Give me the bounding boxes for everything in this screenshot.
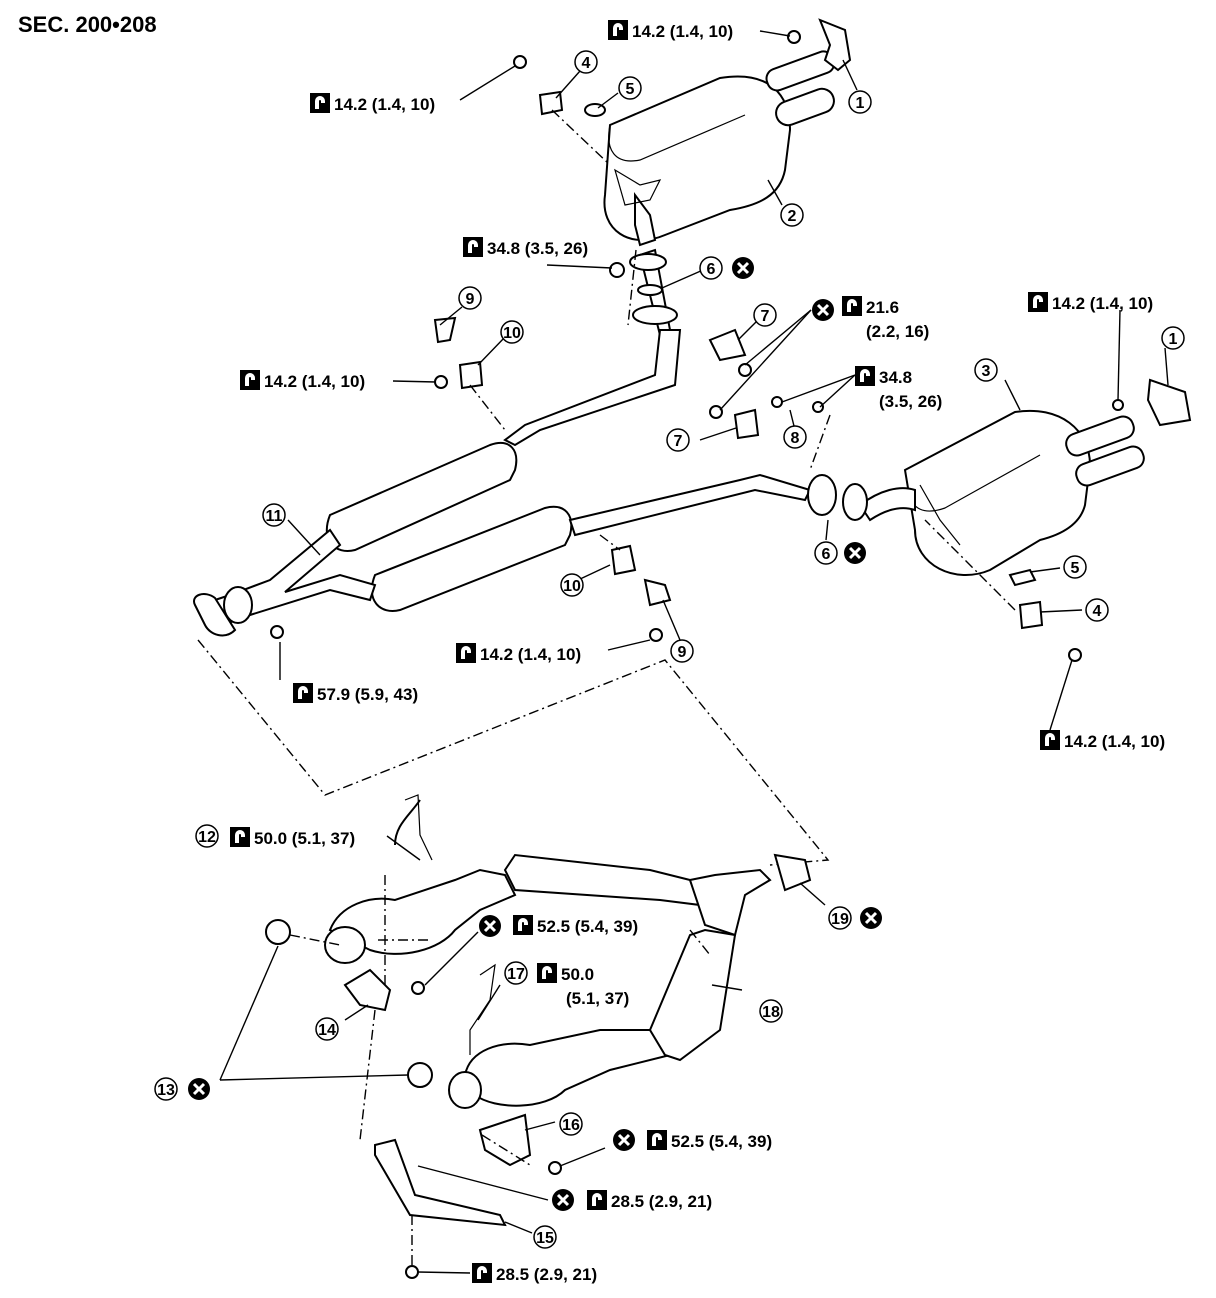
front-catalyst-right	[324, 794, 702, 964]
svg-text:9: 9	[678, 644, 687, 661]
gasket-13b	[407, 1062, 433, 1088]
torque-top-right: 14.2 (1.4, 10)	[632, 22, 733, 41]
callout-17: 17	[504, 961, 528, 985]
callout-4b: 4	[1085, 598, 1109, 622]
do-not-reuse-icon	[842, 540, 868, 566]
torque-sensor-1: 50.0 (5.1, 37)	[254, 829, 355, 848]
leader-lines	[219, 30, 1169, 1274]
svg-text:13: 13	[157, 1082, 175, 1099]
callout-7a: 7	[753, 303, 777, 327]
svg-text:6: 6	[707, 261, 716, 278]
svg-text:14: 14	[318, 1022, 336, 1039]
svg-text:12: 12	[198, 829, 216, 846]
svg-text:18: 18	[762, 1004, 780, 1021]
do-not-reuse-icon	[477, 913, 503, 939]
svg-text:19: 19	[831, 911, 849, 928]
center-pipe	[193, 329, 868, 637]
callout-16: 16	[559, 1112, 583, 1136]
svg-text:1: 1	[1169, 331, 1178, 348]
svg-text:5: 5	[626, 81, 635, 98]
torque-bottom: 28.5 (2.9, 21)	[496, 1265, 597, 1284]
bracket-15	[374, 1138, 507, 1227]
callout-2: 2	[780, 203, 804, 227]
torque-mount-left: 14.2 (1.4, 10)	[264, 372, 365, 391]
callout-10b: 10	[560, 573, 584, 597]
svg-text:6: 6	[822, 546, 831, 563]
bracket-14	[343, 968, 392, 1012]
svg-text:16: 16	[562, 1117, 580, 1134]
svg-text:4: 4	[582, 55, 591, 72]
callout-5a: 5	[618, 76, 642, 100]
svg-text:9: 9	[466, 291, 475, 308]
do-not-reuse-icon	[810, 297, 836, 323]
callout-3: 3	[974, 358, 998, 382]
torque-mount-mid: 14.2 (1.4, 10)	[480, 645, 581, 664]
torque-b8-upper: 34.8	[879, 368, 912, 387]
hardware-upper	[270, 18, 1192, 662]
svg-text:11: 11	[266, 508, 283, 525]
svg-text:8: 8	[791, 430, 800, 447]
torque-clamp-upper: 21.6	[866, 298, 899, 317]
bracket-16	[478, 1113, 532, 1167]
svg-text:15: 15	[536, 1230, 554, 1247]
svg-text:10: 10	[503, 325, 521, 342]
callout-4a: 4	[574, 50, 598, 74]
callout-11: 11	[262, 503, 286, 527]
callout-19: 19	[828, 906, 852, 930]
svg-text:17: 17	[507, 966, 525, 983]
exhaust-illustration-upper	[193, 18, 1192, 866]
torque-sensor-2-lower: (5.1, 37)	[566, 989, 629, 1008]
callout-6b: 6	[814, 541, 838, 565]
svg-text:2: 2	[788, 208, 797, 225]
svg-text:3: 3	[982, 363, 991, 380]
do-not-reuse-icon	[550, 1187, 576, 1213]
callout-1a: 1	[848, 90, 872, 114]
torque-b8-lower: (3.5, 26)	[879, 392, 942, 411]
callout-15: 15	[533, 1225, 557, 1249]
callout-10a: 10	[500, 320, 524, 344]
torque-front-tube: 34.8 (3.5, 26)	[487, 239, 588, 258]
torque-top-left: 14.2 (1.4, 10)	[334, 95, 435, 114]
exhaust-illustration-lower	[265, 794, 812, 1279]
do-not-reuse-icon	[186, 1076, 212, 1102]
callout-6a: 6	[699, 256, 723, 280]
gasket-13a	[265, 919, 291, 945]
torque-clamp-lower: (2.2, 16)	[866, 322, 929, 341]
torque-right-top: 14.2 (1.4, 10)	[1052, 294, 1153, 313]
callout-14: 14	[315, 1017, 339, 1041]
callout-7b: 7	[666, 428, 690, 452]
callouts: 1 4 5 2 6 9 10 7 3 1 7 8 11 6 5 10 4 9 1…	[154, 50, 1185, 1249]
svg-text:4: 4	[1093, 603, 1102, 620]
svg-text:10: 10	[563, 578, 581, 595]
callout-5b: 5	[1063, 555, 1087, 579]
callout-9b: 9	[670, 639, 694, 663]
torque-cat-nut-2: 52.5 (5.4, 39)	[671, 1132, 772, 1151]
svg-text:1: 1	[856, 95, 865, 112]
torque-sensor-2-upper: 50.0	[561, 965, 594, 984]
torque-front-nut: 57.9 (5.9, 43)	[317, 685, 418, 704]
callout-1b: 1	[1161, 326, 1185, 350]
right-muffler	[858, 409, 1145, 576]
callout-12: 12	[195, 824, 219, 848]
gasket-19	[773, 853, 812, 892]
torque-bracket: 28.5 (2.9, 21)	[611, 1192, 712, 1211]
svg-text:5: 5	[1071, 560, 1080, 577]
do-not-reuse-icon	[858, 905, 884, 931]
do-not-reuse-icon	[611, 1127, 637, 1153]
callout-8: 8	[783, 425, 807, 449]
callout-9a: 9	[458, 286, 482, 310]
do-not-reuse-icon	[730, 255, 756, 281]
svg-text:7: 7	[674, 433, 683, 450]
svg-text:7: 7	[761, 308, 770, 325]
torque-cat-nut-1: 52.5 (5.4, 39)	[537, 917, 638, 936]
callout-13: 13	[154, 1077, 178, 1101]
torque-rear-right: 14.2 (1.4, 10)	[1064, 732, 1165, 751]
section-title: SEC. 200•208	[18, 12, 157, 37]
callout-18: 18	[759, 999, 783, 1023]
torque-labels: 14.2 (1.4, 10) 14.2 (1.4, 10) 34.8 (3.5,…	[230, 20, 1165, 1284]
